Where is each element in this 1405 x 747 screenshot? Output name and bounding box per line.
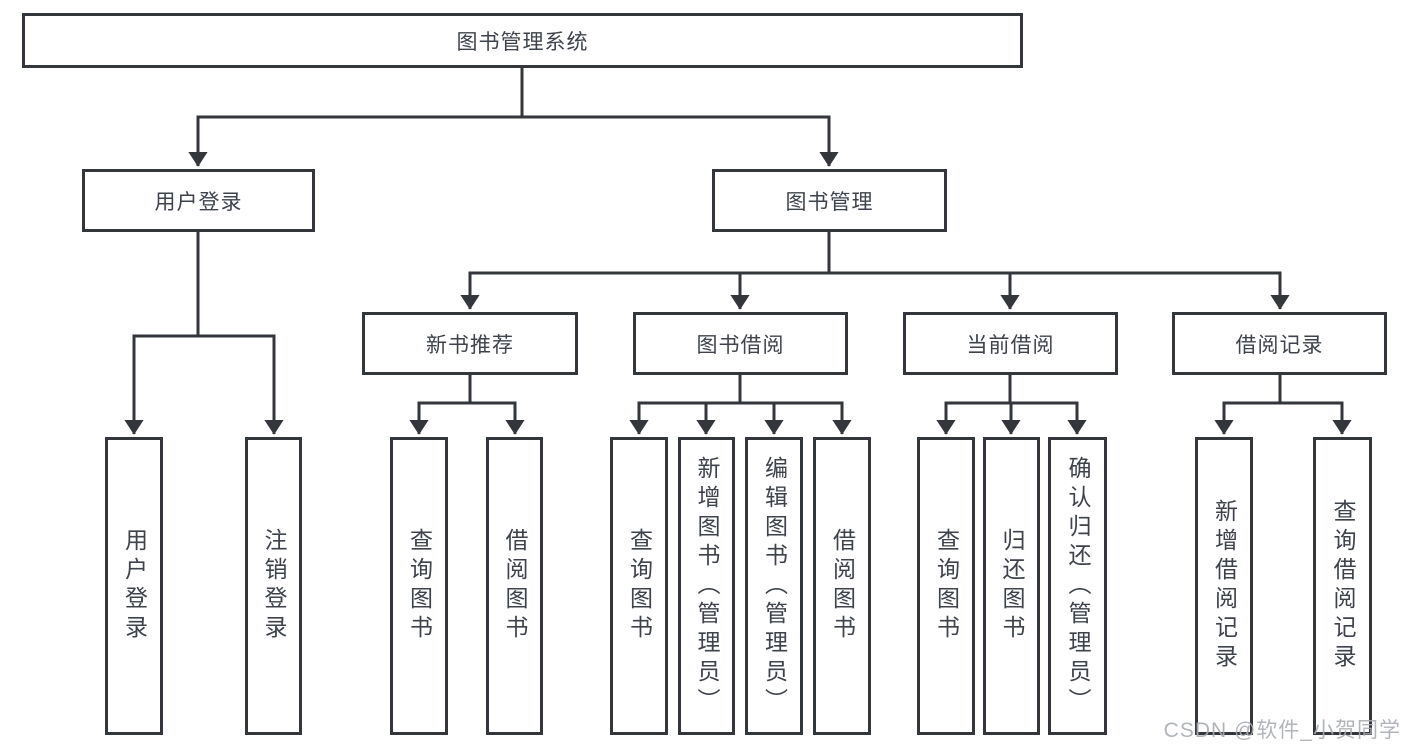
- node-leaf-logout-label: 注销登录: [261, 528, 287, 644]
- node-leaf-query-books-3: 查询图书: [917, 437, 975, 735]
- node-leaf-user-login-label: 用户登录: [121, 528, 148, 644]
- node-book-management: 图书管理: [712, 169, 947, 232]
- node-user-login: 用户登录: [82, 169, 315, 232]
- node-leaf-borrow-books-1: 借阅图书: [486, 437, 543, 735]
- node-user-login-label: 用户登录: [154, 190, 243, 214]
- node-leaf-return-books-label: 归还图书: [999, 528, 1025, 644]
- node-borrow-records: 借阅记录: [1172, 312, 1387, 375]
- node-leaf-query-books-1: 查询图书: [390, 437, 448, 735]
- node-new-book-recommend: 新书推荐: [362, 312, 578, 375]
- node-current-borrowing: 当前借阅: [903, 312, 1118, 375]
- node-leaf-confirm-return-admin-label: 确认归还（管理员）: [1065, 455, 1091, 717]
- node-leaf-query-books-2: 查询图书: [610, 437, 668, 735]
- node-root: 图书管理系统: [22, 13, 1023, 68]
- node-leaf-confirm-return-admin: 确认归还（管理员）: [1048, 437, 1107, 735]
- node-leaf-edit-books-admin-label: 编辑图书（管理员）: [761, 455, 788, 717]
- node-leaf-logout: 注销登录: [245, 437, 302, 735]
- node-leaf-return-books: 归还图书: [983, 437, 1040, 735]
- node-leaf-add-borrow-record: 新增借阅记录: [1195, 437, 1253, 735]
- node-current-borrowing-label: 当前借阅: [966, 333, 1055, 357]
- node-book-management-label: 图书管理: [785, 190, 874, 214]
- node-leaf-add-books-admin-label: 新增图书（管理员）: [694, 455, 720, 717]
- node-new-book-recommend-label: 新书推荐: [426, 333, 514, 357]
- node-book-borrowing: 图书借阅: [633, 312, 848, 375]
- node-leaf-edit-books-admin: 编辑图书（管理员）: [745, 437, 803, 735]
- csdn-watermark: CSDN @软件_小贺同学: [1163, 719, 1401, 742]
- node-leaf-query-books-3-label: 查询图书: [933, 528, 960, 644]
- node-leaf-query-books-2-label: 查询图书: [626, 528, 653, 644]
- node-root-label: 图书管理系统: [456, 30, 589, 54]
- node-leaf-add-borrow-record-label: 新增借阅记录: [1211, 499, 1238, 673]
- node-leaf-borrow-books-2-label: 借阅图书: [829, 528, 856, 644]
- node-leaf-query-borrow-record-label: 查询借阅记录: [1330, 499, 1356, 673]
- node-leaf-query-borrow-record: 查询借阅记录: [1313, 437, 1372, 735]
- node-book-borrowing-label: 图书借阅: [696, 333, 785, 357]
- node-leaf-add-books-admin: 新增图书（管理员）: [678, 437, 735, 735]
- node-leaf-borrow-books-2: 借阅图书: [813, 437, 871, 735]
- node-leaf-user-login: 用户登录: [105, 437, 163, 735]
- node-borrow-records-label: 借阅记录: [1235, 333, 1324, 357]
- node-leaf-borrow-books-1-label: 借阅图书: [502, 528, 528, 644]
- node-leaf-query-books-1-label: 查询图书: [406, 528, 433, 644]
